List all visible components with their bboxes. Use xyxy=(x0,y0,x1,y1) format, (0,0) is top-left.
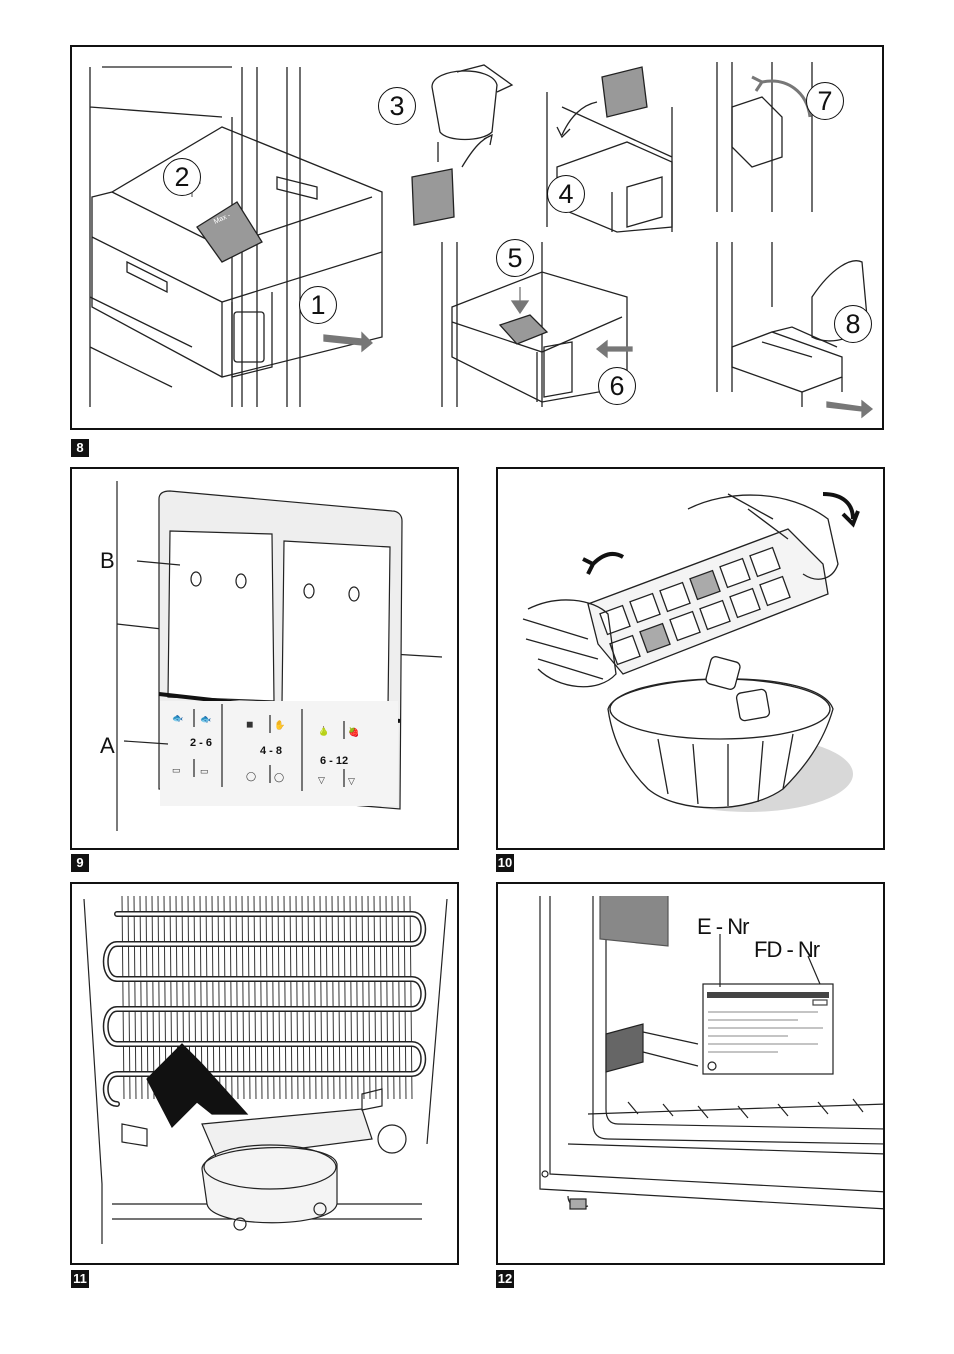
figure-9-badge: 9 xyxy=(71,854,89,872)
storage-range-4-8: 4 - 8 xyxy=(260,745,283,757)
svg-text:🐟: 🐟 xyxy=(200,714,211,724)
figure-8-illustration: Max - xyxy=(89,62,874,419)
step-2-marker: 2 xyxy=(163,158,201,196)
figure-11-panel xyxy=(70,882,459,1265)
label-b: B xyxy=(100,548,115,573)
svg-text:▭: ▭ xyxy=(200,766,209,776)
figure-10-badge: 10 xyxy=(496,854,514,872)
svg-text:◼: ◼ xyxy=(246,719,253,729)
svg-text:▽: ▽ xyxy=(348,776,355,786)
storage-range-6-12: 6 - 12 xyxy=(320,755,349,767)
svg-text:🐟: 🐟 xyxy=(172,713,183,723)
figure-12-illustration xyxy=(539,896,883,1210)
step-8-marker: 8 xyxy=(834,305,872,343)
figure-10-panel xyxy=(496,467,885,850)
svg-text:🍐: 🍐 xyxy=(318,725,329,736)
step-4-marker: 4 xyxy=(547,175,585,213)
figure-11-badge: 11 xyxy=(71,1270,89,1288)
figure-9-illustration: 🐟 🐟 ◼ ✋ 🍐 🍓 ▭ ▭ ◯ ◯ ▽ ▽ xyxy=(116,481,443,831)
svg-text:◯: ◯ xyxy=(274,772,284,783)
figure-12-badge: 12 xyxy=(496,1270,514,1288)
fd-nr-label: FD - Nr xyxy=(754,937,820,962)
svg-text:✋: ✋ xyxy=(274,719,285,730)
storage-range-2-6: 2 - 6 xyxy=(190,737,213,749)
figure-9-panel: 🐟 🐟 ◼ ✋ 🍐 🍓 ▭ ▭ ◯ ◯ ▽ ▽ B A 2 - 6 4 - 8 6 - 12 xyxy=(70,467,459,850)
figure-8-badge: 8 xyxy=(71,439,89,457)
figure-10-illustration xyxy=(522,492,860,812)
figure-8-panel: Max - xyxy=(70,45,884,430)
step-7-marker: 7 xyxy=(806,82,844,120)
step-3-marker: 3 xyxy=(378,87,416,125)
label-a: A xyxy=(100,733,115,758)
svg-text:▭: ▭ xyxy=(172,765,181,775)
step-1-marker: 1 xyxy=(299,286,337,324)
e-nr-label: E - Nr xyxy=(697,914,749,939)
svg-text:▽: ▽ xyxy=(318,775,325,785)
svg-text:🍓: 🍓 xyxy=(348,726,359,737)
figure-12-panel: E - Nr FD - Nr xyxy=(496,882,885,1265)
svg-text:◯: ◯ xyxy=(246,771,256,782)
step-5-marker: 5 xyxy=(496,239,534,277)
figure-11-illustration xyxy=(83,895,448,1244)
step-6-marker: 6 xyxy=(598,367,636,405)
